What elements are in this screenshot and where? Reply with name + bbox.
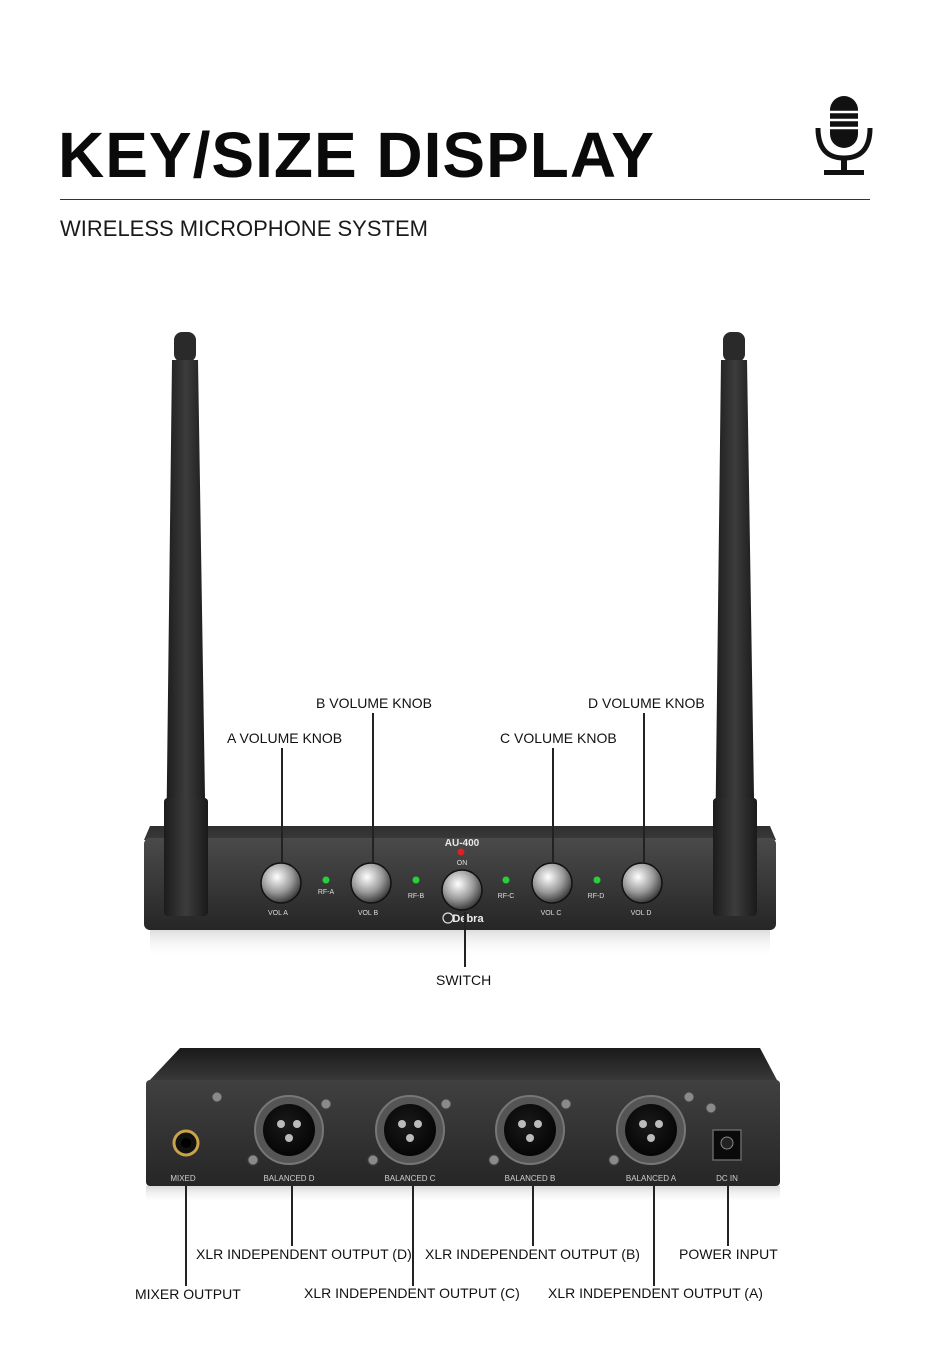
leader-c-volume: [552, 748, 554, 863]
page-subtitle: WIRELESS MICROPHONE SYSTEM: [60, 216, 428, 241]
brand-label: Debra: [452, 913, 484, 925]
callout-mixer-output: MIXER OUTPUT: [135, 1286, 241, 1302]
knob-switch: [441, 869, 483, 911]
leader-xlr-c: [412, 1186, 414, 1286]
leader-a-volume: [281, 748, 283, 863]
leader-xlr-d: [291, 1186, 293, 1246]
callout-d-volume-knob: D VOLUME KNOB: [588, 695, 705, 711]
knob-d: [621, 862, 663, 904]
port-label-balanced-c: BALANCED C: [384, 1174, 435, 1183]
vol-label-b: VOL B: [358, 910, 379, 917]
rf-led-c: [502, 876, 510, 884]
vol-label-a: VOL A: [268, 910, 288, 917]
xlr-b: [495, 1095, 565, 1165]
rf-led-d: [593, 876, 601, 884]
rf-label-d: RF-D: [588, 893, 605, 900]
xlr-a: [616, 1095, 686, 1165]
port-label-dc-in: DC IN: [716, 1174, 738, 1183]
port-label-balanced-d: BALANCED D: [263, 1174, 314, 1183]
header-divider: [60, 199, 870, 200]
vol-label-c: VOL C: [541, 910, 562, 917]
callout-power-input: POWER INPUT: [679, 1246, 778, 1262]
rf-label-a: RF-A: [318, 889, 335, 896]
vol-label-d: VOL D: [631, 910, 652, 917]
port-label-balanced-b: BALANCED B: [505, 1174, 556, 1183]
callout-xlr-output-c: XLR INDEPENDENT OUTPUT (C): [304, 1285, 520, 1301]
leader-b-volume: [372, 713, 374, 863]
brand-logo-icon: [442, 912, 454, 924]
page-title: KEY/SIZE DISPLAY: [58, 119, 655, 191]
leader-xlr-b: [532, 1186, 534, 1246]
rf-led-b: [412, 876, 420, 884]
rf-label-c: RF-C: [498, 893, 515, 900]
callout-c-volume-knob: C VOLUME KNOB: [500, 730, 617, 746]
callout-xlr-output-d: XLR INDEPENDENT OUTPUT (D): [196, 1246, 412, 1262]
leader-switch: [464, 912, 466, 967]
xlr-c: [375, 1095, 445, 1165]
model-label: AU-400: [445, 838, 480, 849]
knob-b: [350, 862, 392, 904]
callout-xlr-output-a: XLR INDEPENDENT OUTPUT (A): [548, 1285, 763, 1301]
receiver-rear-image: MIXED BALANCED D BALANCED C BALANCED B B…: [146, 1048, 780, 1200]
port-label-mixed: MIXED: [170, 1174, 196, 1183]
knob-c: [531, 862, 573, 904]
knob-a: [260, 862, 302, 904]
rf-label-b: RF-B: [408, 893, 425, 900]
leader-xlr-a: [653, 1186, 655, 1286]
leader-power-input: [727, 1186, 729, 1246]
port-label-balanced-a: BALANCED A: [626, 1174, 677, 1183]
xlr-d: [254, 1095, 324, 1165]
callout-switch: SWITCH: [436, 972, 492, 988]
rf-led-a: [322, 876, 330, 884]
leader-d-volume: [643, 713, 645, 863]
power-label: ON: [457, 860, 468, 867]
leader-mixer-output: [185, 1186, 187, 1286]
callout-xlr-output-b: XLR INDEPENDENT OUTPUT (B): [425, 1246, 640, 1262]
microphone-icon: [815, 96, 873, 175]
receiver-front-image: AU-400 ON RF-A RF-B RF-C RF-D VOL A VOL …: [144, 332, 776, 958]
power-led: [457, 848, 465, 856]
callout-b-volume-knob: B VOLUME KNOB: [316, 695, 432, 711]
callout-a-volume-knob: A VOLUME KNOB: [227, 730, 343, 746]
